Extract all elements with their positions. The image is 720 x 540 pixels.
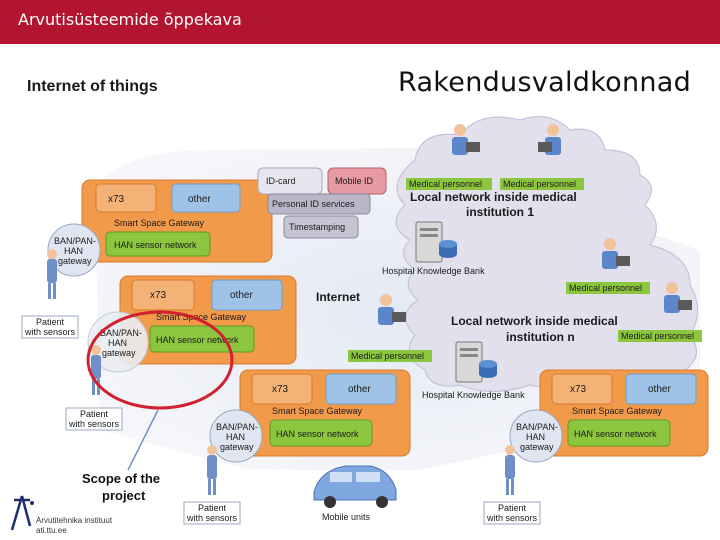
other-label-3: other [348,384,371,395]
svg-text:with sensors: with sensors [186,513,238,523]
knowledge-bank-n: Hospital Knowledge Bank [422,390,525,400]
timestamping-label: Timestamping [289,222,345,232]
svg-text:Patient: Patient [36,317,65,327]
gateway-unit-1: x73 other Smart Space Gateway HAN sensor… [81,179,273,263]
medical-personnel-4: Medical personnel [621,331,694,341]
smart-gateway-label-4: Smart Space Gateway [572,406,663,416]
scope-label-line1: Scope of the [82,471,160,486]
ban-gateway-2: BAN/PAN- HAN gateway [87,311,149,373]
medical-personnel-2: Medical personnel [503,179,576,189]
scope-circle [86,310,234,410]
x73-label-3: x73 [272,384,289,395]
id-services: ID-card Mobile ID Personal ID services T… [257,167,387,239]
ban-gateway-4: BAN/PAN- HAN gateway [509,409,563,463]
svg-text:gateway: gateway [102,348,136,358]
local-network-1-line2: institution 1 [466,205,534,219]
svg-text:with sensors: with sensors [24,327,76,337]
institute-site: ati.ttu.ee [36,526,67,535]
svg-text:HAN: HAN [108,338,127,348]
ban-gateway-3: BAN/PAN- HAN gateway [209,409,263,463]
internet-label: Internet [316,290,360,304]
local-network-n-line2: institution n [506,330,575,344]
svg-text:HAN: HAN [226,432,245,442]
course-title: Arvutisüsteemide õppekava [18,10,242,29]
institute-logo [10,495,34,531]
id-card-label: ID-card [266,176,296,186]
slide-subtitle: Internet of things [27,78,158,95]
x73-label-1: x73 [108,194,125,205]
institute-name: Arvutitehnika instituut [36,516,113,525]
han-label-1: HAN sensor network [114,240,197,250]
svg-text:gateway: gateway [520,442,554,452]
svg-text:BAN/PAN-: BAN/PAN- [100,328,142,338]
svg-text:HAN: HAN [64,246,83,256]
scope-arrow [127,409,159,471]
han-label-3: HAN sensor network [276,429,359,439]
slide-title: Rakendusvaldkonnad [398,67,692,98]
personal-id-label: Personal ID services [272,199,355,209]
medical-personnel-labels: Medical personnel Medical personnel Medi… [348,178,702,362]
gateway-unit-4: x73 other Smart Space Gateway HAN sensor… [539,369,709,457]
smart-gateway-label-1: Smart Space Gateway [114,218,205,228]
x73-label-4: x73 [570,384,587,395]
han-label-4: HAN sensor network [574,429,657,439]
other-label-2: other [230,290,253,301]
gateway-unit-3: x73 other Smart Space Gateway HAN sensor… [239,369,411,457]
svg-text:gateway: gateway [220,442,254,452]
server-icon-1 [415,221,457,263]
x73-label-2: x73 [150,290,167,301]
scope-label-line2: project [102,488,146,503]
han-label-2: HAN sensor network [156,335,239,345]
medical-personnel-5: Medical personnel [351,351,424,361]
svg-text:with sensors: with sensors [486,513,538,523]
svg-text:with sensors: with sensors [68,419,120,429]
other-label-1: other [188,194,211,205]
patient-labels: Patient with sensors Patient with sensor… [21,315,541,525]
svg-text:Patient: Patient [80,409,109,419]
header-bar: Arvutisüsteemide õppekava [0,0,720,44]
medical-personnel-3: Medical personnel [569,283,642,293]
smart-gateway-label-2: Smart Space Gateway [156,312,247,322]
svg-text:gateway: gateway [58,256,92,266]
local-network-1-line1: Local network inside medical [410,190,577,204]
mobile-id-label: Mobile ID [335,176,374,186]
other-label-4: other [648,384,671,395]
svg-text:Patient: Patient [498,503,527,513]
server-icon-2 [455,341,497,383]
svg-text:BAN/PAN-: BAN/PAN- [516,422,558,432]
patient-icon [47,249,515,495]
doctor-workstation-icon [378,124,692,325]
gateway-unit-2: x73 other Smart Space Gateway HAN sensor… [119,275,297,365]
ban-gateway-1: BAN/PAN- HAN gateway [47,223,101,277]
mobile-units-label: Mobile units [322,512,371,522]
local-network-n-line1: Local network inside medical [451,314,618,328]
svg-text:Patient: Patient [198,503,227,513]
svg-text:HAN: HAN [526,432,545,442]
car-icon [313,465,397,508]
medical-personnel-1: Medical personnel [409,179,482,189]
knowledge-bank-1: Hospital Knowledge Bank [382,266,485,276]
smart-gateway-label-3: Smart Space Gateway [272,406,363,416]
svg-text:BAN/PAN-: BAN/PAN- [54,236,96,246]
svg-text:BAN/PAN-: BAN/PAN- [216,422,258,432]
